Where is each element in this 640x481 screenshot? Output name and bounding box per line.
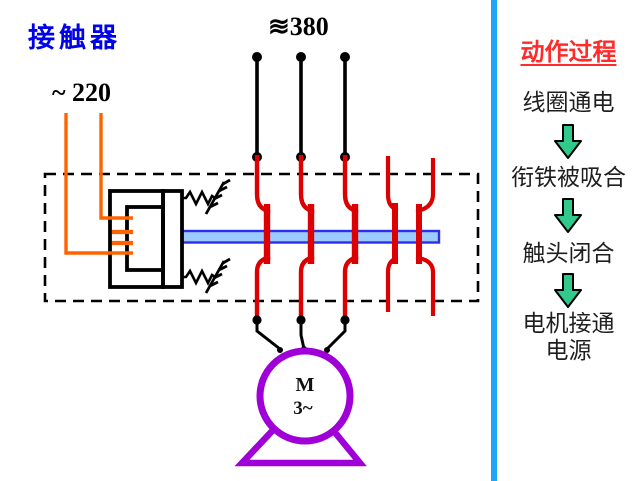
electromagnet-core	[108, 189, 184, 289]
process-step-4: 电机接通 电源	[522, 310, 615, 363]
anchor-hatch-bottom	[204, 257, 231, 294]
main-contact-3	[342, 155, 359, 320]
return-spring-top	[182, 189, 216, 207]
process-step-3: 触头闭合	[522, 240, 615, 266]
coil-winding	[112, 229, 133, 246]
main-contact-2	[298, 155, 315, 320]
return-spring-bottom	[182, 268, 216, 286]
process-step-1: 线圈通电	[522, 89, 615, 115]
down-arrow-icon	[554, 124, 582, 159]
aux-contact-1	[385, 156, 399, 312]
coil-voltage-label: ~ 220	[52, 78, 112, 107]
down-arrow-icon	[554, 273, 582, 308]
anchor-hatch-top	[204, 178, 231, 215]
process-step-2: 衔铁被吸合	[511, 164, 626, 190]
motor-leads	[255, 320, 347, 351]
page-title: 接触器	[28, 23, 121, 53]
motor-letter-label: M	[295, 374, 315, 396]
process-panel-title: 动作过程	[520, 39, 617, 66]
divider-line	[491, 0, 497, 481]
contactor-enclosure-dashed-box	[43, 172, 480, 303]
motor-circle	[256, 347, 354, 445]
three-phase-voltage-label: ≋380	[268, 12, 329, 41]
motor-phase-label: 3~	[293, 398, 313, 419]
main-contact-1	[254, 155, 271, 320]
aux-contact-2	[415, 158, 436, 316]
armature	[161, 189, 184, 289]
three-phase-wires	[255, 57, 347, 157]
coil-wires	[64, 113, 133, 255]
down-arrow-icon	[554, 198, 582, 233]
